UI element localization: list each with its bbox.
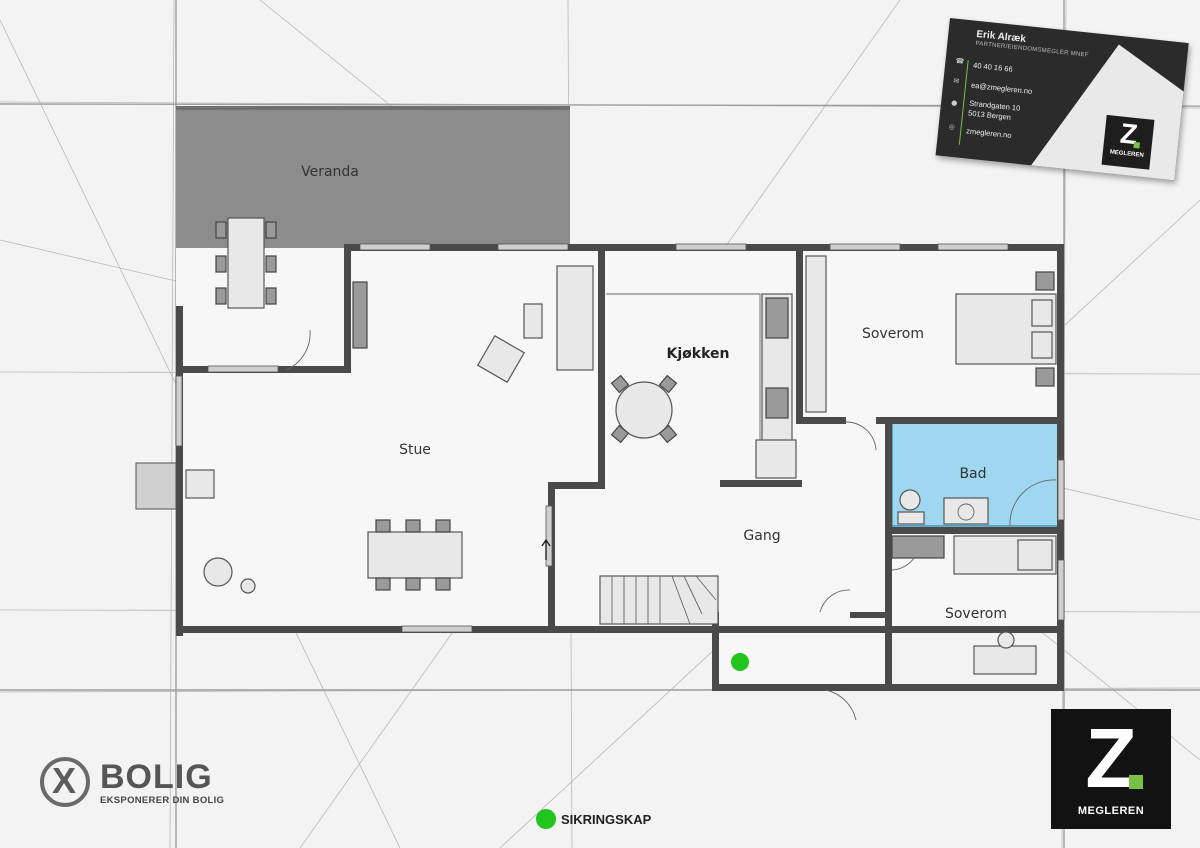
business-card: Erik Alræk PARTNER/EIENDOMSMEGLER MNEF ☎… (935, 18, 1189, 181)
phone-icon: ☎ (955, 56, 965, 66)
location-icon: ● (950, 98, 958, 108)
room-label-bad: Bad (959, 466, 986, 482)
room-label-kjokken: Kjøkken (667, 346, 730, 362)
card-email: ea@zmegleren.no (970, 80, 1033, 96)
room-label-soverom-2: Soverom (945, 606, 1007, 622)
zmegleren-logo: Z MEGLEREN (1051, 709, 1171, 829)
card-web: zmegleren.no (965, 126, 1012, 141)
zmegleren-text: MEGLEREN (1077, 805, 1145, 817)
card-logo: Z MEGLEREN (1101, 114, 1155, 170)
room-label-stue: Stue (399, 442, 431, 458)
room-label-veranda: Veranda (301, 164, 359, 180)
fuse-box-marker (731, 653, 749, 671)
card-phone: 40 40 16 66 (972, 60, 1014, 74)
room-label-gang: Gang (743, 528, 780, 544)
card-logo-letter: Z (1118, 117, 1139, 151)
xbolig-circle-icon (40, 757, 90, 807)
xbolig-mark: X (52, 760, 77, 801)
legend-label: SIKRINGSKAP (561, 811, 652, 827)
zmegleren-dot (1129, 775, 1143, 789)
xbolig-tagline: EKSPONERER DIN BOLIG (100, 795, 225, 806)
card-role: PARTNER/EIENDOMSMEGLER MNEF (975, 40, 1090, 59)
room-label-soverom-1: Soverom (862, 326, 924, 342)
xbolig-logo: X BOLIG EKSPONERER DIN BOLIG (38, 755, 248, 815)
legend-dot-icon (536, 809, 556, 829)
legend: SIKRINGSKAP (536, 808, 651, 830)
zmegleren-letter: Z (1085, 711, 1137, 805)
card-logo-dot (1133, 141, 1141, 149)
web-icon: ◎ (948, 122, 956, 132)
xbolig-brand: BOLIG (100, 758, 213, 796)
email-icon: ✉ (953, 76, 960, 86)
